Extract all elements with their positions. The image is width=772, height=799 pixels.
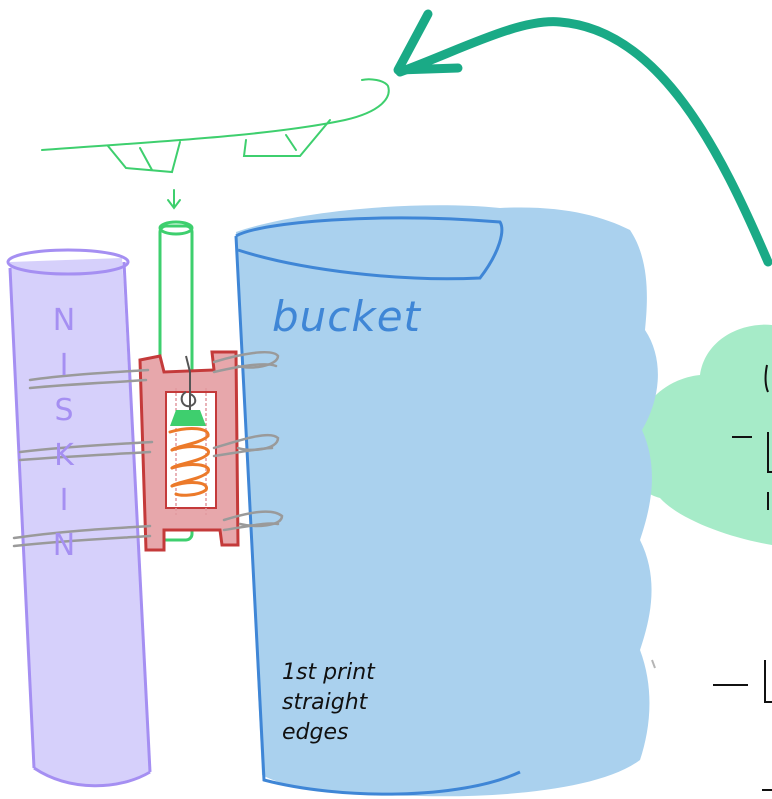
green-cloud	[629, 324, 772, 545]
print-note: 1st print straight edges	[282, 658, 412, 748]
cloud-marks	[732, 364, 772, 510]
curved-arrow-icon	[393, 9, 772, 267]
bucket-icon	[234, 205, 658, 797]
cable-ties	[12, 350, 284, 548]
shelf-sketch	[41, 78, 390, 210]
spring-clip	[138, 350, 240, 552]
plunger	[170, 355, 206, 426]
bucket-label: bucket	[272, 292, 422, 341]
note-line-3: edges	[282, 720, 349, 745]
niskin-bottle-icon	[6, 248, 152, 788]
right-edge-marks	[651, 659, 772, 791]
spring-icon	[168, 427, 210, 497]
note-line-1: 1st print	[282, 660, 375, 685]
note-line-2: straight	[282, 690, 368, 715]
